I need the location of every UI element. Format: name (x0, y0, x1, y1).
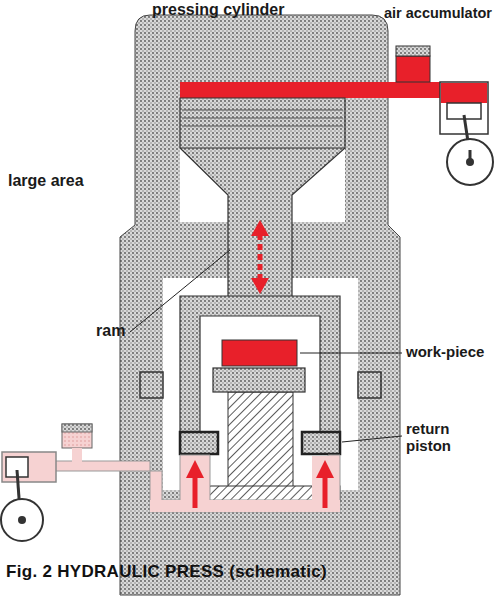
part-label: return piston (406, 420, 478, 455)
part-label: ram (96, 322, 125, 340)
part-label: large area (8, 172, 84, 190)
part-label: air accumulator (384, 5, 492, 22)
part-label: work-piece (406, 343, 484, 360)
figure-caption: Fig. 2 HYDRAULIC PRESS (schematic) (6, 562, 327, 582)
part-label: pressing cylinder (152, 1, 285, 19)
